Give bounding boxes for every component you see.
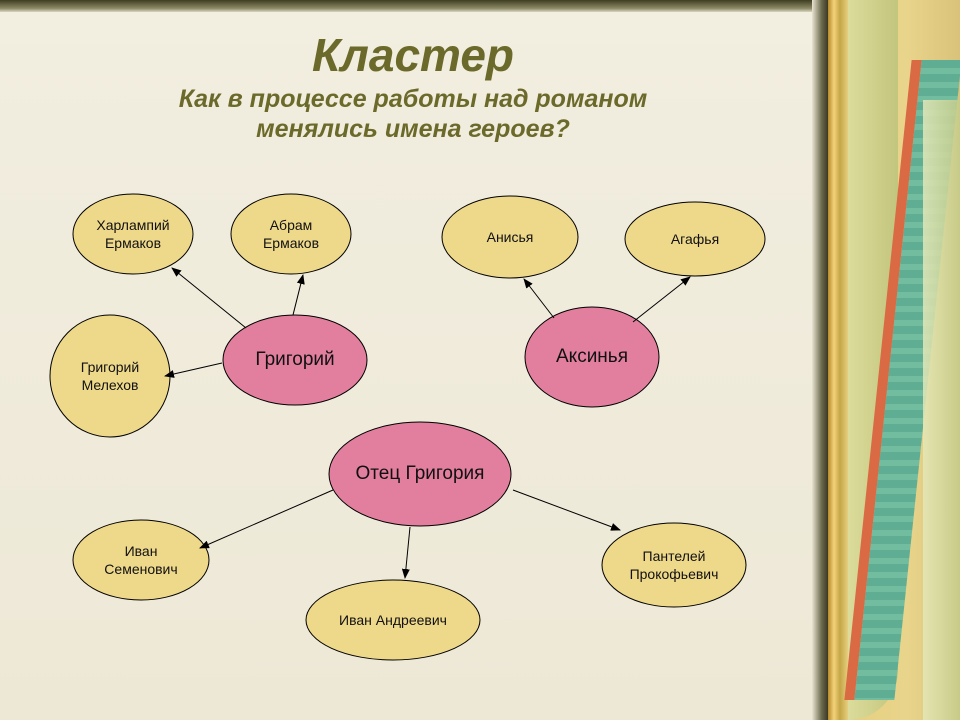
decorative-panel [828, 0, 960, 720]
arrow [401, 526, 411, 579]
node-ellipse [601, 522, 747, 608]
arrow [171, 267, 247, 329]
arrow [523, 278, 555, 319]
node-ellipse [222, 314, 368, 406]
node-aksinya: Аксинья [556, 346, 628, 367]
arrow [292, 274, 305, 316]
top-frame [0, 0, 826, 12]
node-anisya: Анисья [486, 229, 534, 245]
node-grigory: Григорий [255, 349, 335, 370]
cluster-diagram [49, 193, 766, 661]
arrow [632, 276, 691, 323]
arrow [199, 489, 334, 549]
arrow [164, 362, 223, 378]
slide-title: Кластер [311, 29, 515, 81]
node-abram-ermakov: Абрам Ермаков [262, 217, 320, 251]
arrow [512, 489, 621, 531]
node-ellipse [72, 519, 210, 601]
node-grigory-melekhov: Григорий Мелехов [80, 359, 140, 393]
node-ellipse [328, 421, 512, 527]
node-ellipse [72, 193, 194, 275]
node-ellipse [524, 306, 660, 408]
node-kharlampy-ermakov: Харлампий Ермаков [96, 217, 170, 251]
slide-subtitle: Как в процессе работы над романом меняли… [178, 85, 648, 143]
node-pantelei-prokofievich: Пантелей Прокофьевич [629, 548, 719, 582]
node-ellipse [305, 579, 481, 661]
node-ivan-semenovich: Иван Семенович [104, 543, 178, 577]
node-ivan-andreevich: Иван Андреевич [339, 612, 447, 628]
node-agafya: Агафья [670, 231, 720, 247]
node-father: Отец Григория [355, 463, 485, 484]
node-ellipse [441, 195, 579, 279]
node-ellipse [624, 201, 766, 277]
side-frame [812, 0, 828, 720]
node-ellipse [230, 193, 352, 275]
